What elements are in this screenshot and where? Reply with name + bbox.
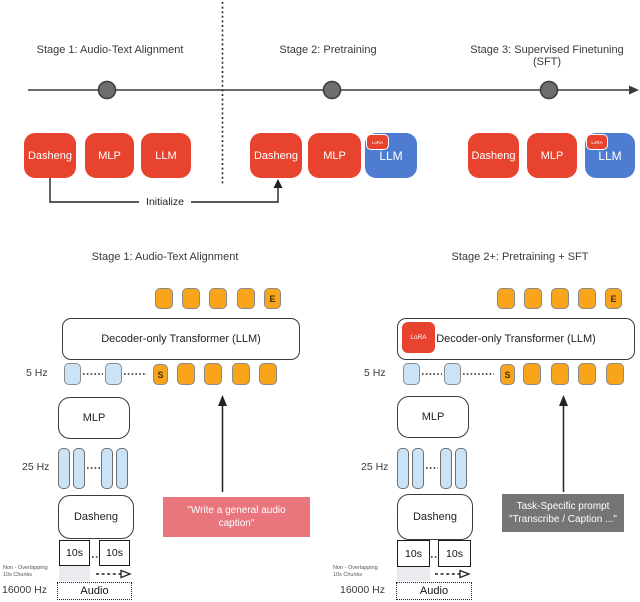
right-mlp-box: MLP: [397, 396, 469, 438]
stage2-dasheng-block: Dasheng: [250, 133, 302, 178]
right-audio-token: [403, 363, 420, 385]
right-5hz-label: 5 Hz: [364, 367, 386, 379]
right-lora-box: LoRA: [402, 322, 435, 353]
left-diagram-title: Stage 1: Audio-Text Alignment: [91, 251, 239, 263]
right-25hz-label: 25 Hz: [361, 461, 389, 473]
initialize-label: Initialize: [139, 196, 191, 208]
stage3-dasheng-block: Dasheng: [468, 133, 519, 178]
stage1-mlp-block: MLP: [85, 133, 134, 178]
left-audio-token: [105, 363, 122, 385]
left-feature-bar: [58, 448, 70, 489]
left-end-token: E: [264, 288, 281, 309]
left-output-token: [182, 288, 200, 309]
right-output-token: [578, 288, 596, 309]
right-audio-token: [444, 363, 461, 385]
stage1-dasheng-block: Dasheng: [24, 133, 76, 178]
right-chunk-arrow: [435, 569, 471, 579]
right-chunk-shade: [397, 567, 430, 581]
right-start-token: S: [500, 364, 515, 385]
right-sample-rate-label: 16000 Hz: [340, 584, 385, 596]
right-chunk-box: 10s: [438, 540, 471, 567]
right-prompt-box: Task-Specific prompt "Transcribe / Capti…: [502, 494, 624, 532]
left-audio-token: [64, 363, 81, 385]
right-chunk-box: 10s: [397, 540, 430, 567]
left-chunk-note: Non - Overlapping 10s Chunks: [3, 565, 48, 578]
right-dasheng-box: Dasheng: [397, 494, 473, 540]
right-audio-box: Audio: [396, 582, 472, 600]
left-prompt-arrow: [218, 395, 227, 492]
left-text-token: [204, 363, 222, 385]
left-chunk-box: 10s: [99, 540, 130, 566]
left-output-token: [237, 288, 255, 309]
stage2-label: Stage 2: Pretraining: [279, 44, 377, 56]
left-start-token: S: [153, 364, 168, 385]
stage3-lora-badge: LoRA: [586, 134, 608, 150]
right-output-token: [524, 288, 542, 309]
left-5hz-label: 5 Hz: [26, 367, 48, 379]
left-chunk-shade: [59, 566, 90, 581]
right-feature-bar: [412, 448, 424, 489]
right-text-token: [578, 363, 596, 385]
left-transformer-box: Decoder-only Transformer (LLM): [62, 318, 300, 360]
left-audio-box: Audio: [57, 582, 132, 600]
timeline-axis: [28, 80, 639, 100]
left-prompt-box: "Write a general audio caption": [163, 497, 310, 537]
left-chunk-arrow: [96, 569, 132, 579]
left-dasheng-box: Dasheng: [58, 495, 134, 539]
left-text-token: [232, 363, 250, 385]
right-transformer-box: Decoder-only Transformer (LLM): [397, 318, 635, 360]
left-text-token: [177, 363, 195, 385]
right-output-token: [497, 288, 515, 309]
right-text-token: [606, 363, 624, 385]
left-token-dots: [83, 373, 147, 558]
stage1-llm-block: LLM: [141, 133, 191, 178]
right-end-token: E: [605, 288, 622, 309]
stage2-mlp-block: MLP: [308, 133, 361, 178]
right-text-token: [523, 363, 541, 385]
stage3-label: Stage 3: Supervised Finetuning (SFT): [470, 44, 624, 68]
stage2-lora-badge: LoRA: [366, 134, 389, 150]
right-output-token: [551, 288, 569, 309]
left-feature-bar: [116, 448, 128, 489]
right-token-dots: [422, 373, 494, 558]
left-feature-bar: [101, 448, 113, 489]
left-mlp-box: MLP: [58, 397, 130, 439]
left-25hz-label: 25 Hz: [22, 461, 50, 473]
right-feature-bar: [397, 448, 409, 489]
right-chunk-note: Non - Overlapping 10s Chunks: [333, 565, 378, 578]
left-output-token: [155, 288, 173, 309]
right-diagram-title: Stage 2+: Pretraining + SFT: [451, 251, 589, 263]
right-prompt-arrow: [559, 395, 568, 492]
right-feature-bar: [440, 448, 452, 489]
left-sample-rate-label: 16000 Hz: [2, 584, 47, 596]
stage3-mlp-block: MLP: [527, 133, 577, 178]
left-feature-bar: [73, 448, 85, 489]
left-text-token: [259, 363, 277, 385]
right-feature-bar: [455, 448, 467, 489]
stage1-label: Stage 1: Audio-Text Alignment: [36, 44, 184, 56]
right-text-token: [551, 363, 569, 385]
left-chunk-box: 10s: [59, 540, 90, 566]
left-output-token: [209, 288, 227, 309]
